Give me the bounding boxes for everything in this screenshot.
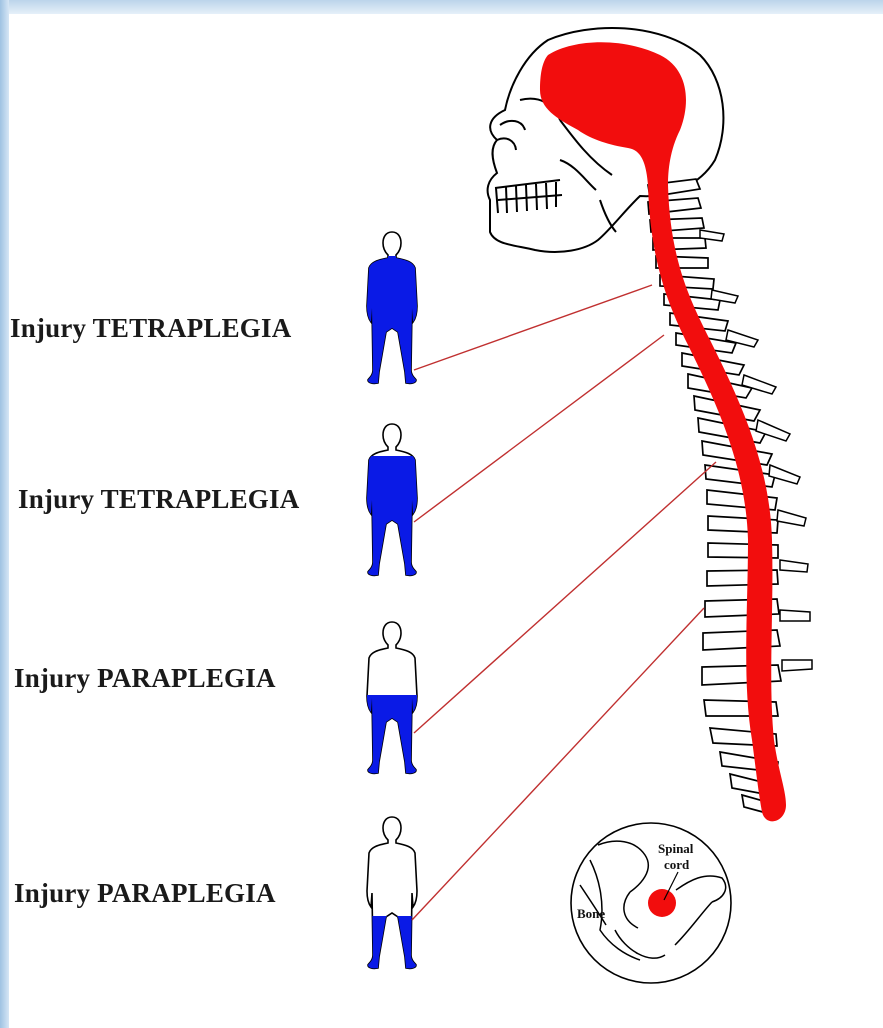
spinal-cord-label-line1: Spinal xyxy=(658,841,694,856)
spinal-cord-dot xyxy=(648,889,676,917)
connector-line-2 xyxy=(414,335,664,522)
figure-cervical-low xyxy=(367,424,417,575)
figure-thoracic xyxy=(367,622,417,773)
cross-section-inset: Spinal cord Bone xyxy=(571,823,731,983)
connector-line-3 xyxy=(414,462,716,733)
connector-line-1 xyxy=(414,285,652,370)
figure-lumbar xyxy=(367,817,417,968)
brain-and-spinal-cord xyxy=(540,42,786,821)
figure-cervical-high xyxy=(367,232,417,383)
spinal-cord-label-line2: cord xyxy=(664,857,690,872)
bone-label: Bone xyxy=(577,906,605,921)
